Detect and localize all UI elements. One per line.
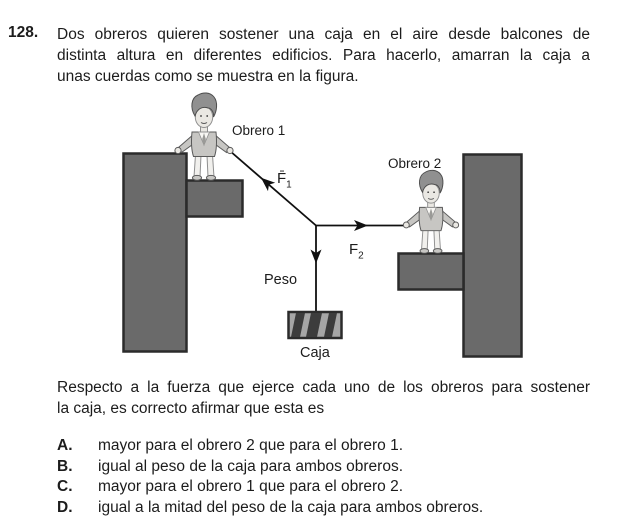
f1-arrowhead-icon bbox=[261, 177, 276, 192]
box-stripes bbox=[291, 313, 337, 337]
prompt-line: la caja, es correcto afirmar que esta es bbox=[57, 400, 325, 417]
force2-label: F2 bbox=[349, 241, 364, 262]
question-text: Dos obreros quieren sostener una caja en… bbox=[57, 24, 590, 87]
option-c: C. mayor para el obrero 1 que para el ob… bbox=[57, 477, 483, 498]
building-left bbox=[122, 152, 188, 353]
worker2-label: Obrero 2 bbox=[388, 156, 441, 171]
force2-symbol: F bbox=[349, 241, 358, 258]
f2-arrowhead-icon bbox=[354, 220, 368, 231]
prompt-line: Respecto a la fuerza que ejerce cada uno… bbox=[57, 379, 590, 396]
question-line: distinta altura en diferentes edificios.… bbox=[57, 47, 590, 64]
balcony-right bbox=[397, 252, 465, 291]
option-d: D. igual a la mitad del peso de la caja … bbox=[57, 498, 483, 519]
box-label: Caja bbox=[300, 345, 331, 361]
weight-arrowhead-icon bbox=[310, 249, 322, 264]
option-a-letter: A. bbox=[57, 437, 73, 454]
answer-options: A. mayor para el obrero 2 que para el ob… bbox=[57, 436, 483, 519]
box-stripe bbox=[306, 313, 322, 337]
option-b-text: igual al peso de la caja para ambos obre… bbox=[98, 457, 404, 475]
force-arrowheads bbox=[261, 177, 368, 264]
question-line: Dos obreros quieren sostener una caja en… bbox=[57, 26, 590, 43]
box-stripe bbox=[291, 313, 305, 337]
force1-subscript: 1 bbox=[286, 180, 292, 191]
option-c-text: mayor para el obrero 1 que para el obrer… bbox=[98, 478, 404, 496]
option-a: A. mayor para el obrero 2 que para el ob… bbox=[57, 436, 483, 457]
option-b: B. igual al peso de la caja para ambos o… bbox=[57, 457, 483, 478]
worker-2 bbox=[402, 169, 460, 254]
hanging-box bbox=[287, 310, 343, 340]
force1-symbol: F̄ bbox=[277, 170, 286, 187]
box-stripe bbox=[324, 313, 337, 337]
physics-figure: Obrero 1 Obrero 2 F̄1 F2 Peso Caja bbox=[105, 86, 535, 371]
option-b-letter: B. bbox=[57, 457, 73, 475]
worker1-label: Obrero 1 bbox=[232, 123, 285, 138]
ropes bbox=[229, 150, 406, 313]
question-prompt: Respecto a la fuerza que ejerce cada uno… bbox=[57, 377, 590, 419]
option-d-text: igual a la mitad del peso de la caja par… bbox=[98, 499, 484, 517]
question-number: 128. bbox=[8, 24, 39, 41]
balcony-left bbox=[185, 179, 244, 218]
option-d-letter: D. bbox=[57, 499, 73, 517]
option-a-text: mayor para el obrero 2 que para el obrer… bbox=[98, 437, 404, 454]
weight-label: Peso bbox=[264, 272, 297, 288]
rope-worker1 bbox=[229, 150, 317, 227]
building-right bbox=[462, 153, 523, 358]
force1-label: F̄1 bbox=[277, 170, 292, 191]
option-c-letter: C. bbox=[57, 478, 73, 496]
force2-subscript: 2 bbox=[358, 251, 364, 262]
figure-canvas: Obrero 1 Obrero 2 F̄1 F2 Peso Caja bbox=[122, 92, 523, 361]
question-line: unas cuerdas como se muestra en la figur… bbox=[57, 68, 359, 85]
